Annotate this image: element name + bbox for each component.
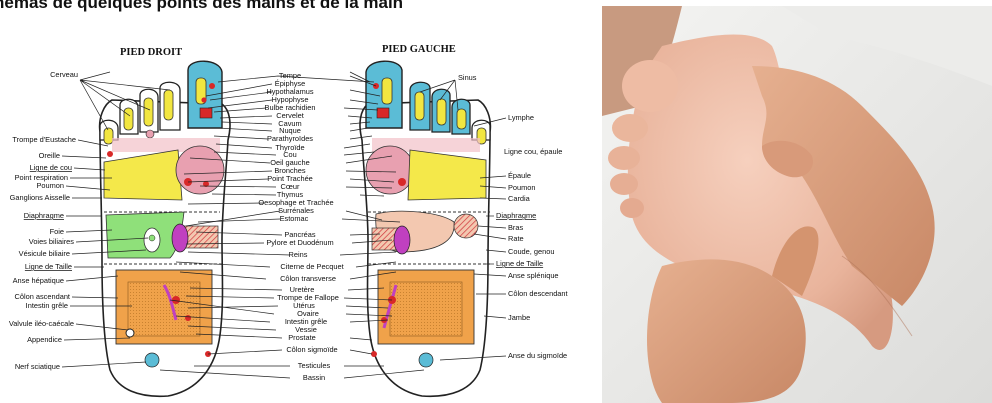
label-sinus: Sinus [458, 73, 477, 82]
label-anse-splenique: Anse splénique [508, 271, 559, 280]
label-colon-ascendant: Côlon ascendant [15, 292, 70, 301]
right-foot-heart-zone [176, 146, 224, 194]
label-coude: Coude, genou [508, 247, 554, 256]
toe-2 [612, 114, 648, 142]
label-colon-descendant: Côlon descendant [508, 289, 568, 298]
label-rate: Rate [508, 234, 524, 243]
label-oreille: Oreille [39, 151, 60, 160]
left-foot-sciatic-point [419, 353, 433, 367]
left-foot-heart-zone [366, 146, 414, 194]
label-nerf-sciatique: Nerf sciatique [15, 362, 60, 371]
right-foot-intestine-zone [128, 282, 200, 336]
label-colon-sigmoide: Côlon sigmoïde [286, 345, 337, 354]
label-poumon-left: Poumon [508, 183, 536, 192]
left-foot-kidney [394, 226, 410, 254]
toe-3 [608, 146, 640, 170]
toe-4 [610, 173, 638, 195]
label-jambe: Jambe [508, 313, 530, 322]
label-epaule: Épaule [508, 171, 531, 180]
label-testicules: Testicules [298, 361, 331, 370]
label-colon-transverse: Côlon transverse [280, 274, 336, 283]
left-foot [360, 61, 490, 396]
label-ligne-taille-left: Ligne de Taille [496, 259, 543, 268]
title-left-foot: PIED GAUCHE [382, 44, 456, 55]
label-poumon-right: Poumon [36, 181, 64, 190]
label-diaphragme-right: Diaphragme [24, 211, 64, 220]
right-foot [100, 61, 230, 396]
label-valvule: Valvule iléo-caécale [9, 319, 74, 328]
label-ligne-taille-right: Ligne de Taille [25, 262, 72, 271]
label-ligne-cou-epaule: Ligne cou, épaule [504, 147, 562, 156]
right-foot-sciatic-point [145, 353, 159, 367]
label-voies-biliaires: Voies biliaires [29, 237, 74, 246]
label-foie: Foie [50, 227, 64, 236]
label-ganglions: Ganglions Aisselle [10, 193, 70, 202]
label-anse-sigmoide: Anse du sigmoïde [508, 351, 567, 360]
reflexology-chart: PIED DROIT PIED GAUCHE [0, 0, 600, 403]
toe-5 [620, 198, 644, 218]
label-intestin-grele-left: Intestin grêle [26, 301, 68, 310]
label-cardia: Cardia [508, 194, 531, 203]
label-citerne: Citerne de Pecquet [280, 262, 343, 271]
label-appendice: Appendice [27, 335, 62, 344]
label-diaphragme-left: Diaphragme [496, 211, 536, 220]
title-right-foot: PIED DROIT [120, 47, 182, 58]
right-foot-kidney [172, 224, 188, 252]
center-labels: Tempe Épiphyse Hypothalamus Hypophyse Bu… [258, 71, 343, 382]
label-lymphe: Lymphe [508, 113, 534, 122]
label-trompe-eustache: Trompe d'Eustache [12, 135, 76, 144]
label-bassin: Bassin [303, 373, 325, 382]
label-ligne-cou: Ligne de cou [30, 163, 72, 172]
massage-photo [602, 6, 992, 403]
label-cerveau: Cerveau [50, 70, 78, 79]
left-foot-intestine-zone [390, 282, 462, 336]
label-bras: Bras [508, 223, 524, 232]
toe-big [622, 60, 678, 112]
label-reins: Reins [289, 250, 308, 259]
label-estomac: Estomac [280, 214, 309, 223]
label-parathyroides: Parathyroïdes [267, 134, 313, 143]
left-labels: Cerveau Trompe d'Eustache Oreille Ligne … [9, 70, 78, 371]
label-anse-hepatique: Anse hépatique [13, 276, 64, 285]
label-pylore: Pylore et Duodénum [266, 238, 333, 247]
label-prostate: Prostate [288, 333, 316, 342]
label-vesicule: Vésicule biliaire [19, 249, 70, 258]
